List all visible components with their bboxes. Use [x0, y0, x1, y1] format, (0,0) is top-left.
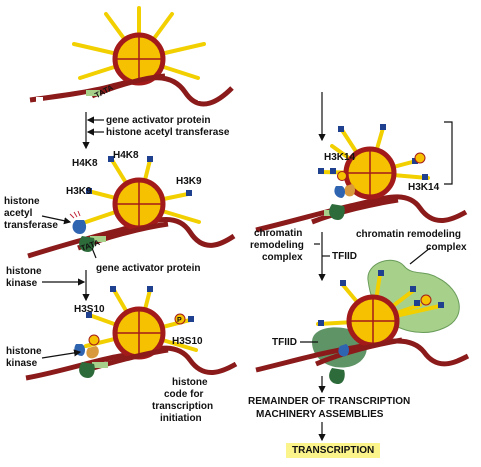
remainder-label: MACHINERY ASSEMBLIES — [256, 409, 384, 420]
chromatin-remodeling-complex-right-label: complex — [426, 242, 467, 253]
phosphate-label: P — [177, 317, 182, 324]
hat-enzyme — [72, 220, 87, 234]
acetyl-markers — [86, 156, 192, 196]
chromatin-remodeling-complex-label: remodeling — [250, 240, 304, 251]
nucleosome-3: P H3S10 H3S10 histone kinase histone cod… — [6, 286, 238, 424]
h4k8-label: H4K8 — [113, 150, 139, 161]
phosphate-marker — [88, 334, 100, 346]
remainder-label: REMAINDER OF TRANSCRIPTION — [248, 396, 410, 407]
chromatin-remodeling-complex-right-label: chromatin remodeling — [356, 229, 461, 240]
chromatin-remodeling-complex-label: complex — [262, 252, 303, 263]
histone-acetyl-transferase-side-label: histone — [4, 196, 40, 207]
nucleosome-2: TATA H4K8 H4K8 H3K9 H3K9 histone acetyl … — [4, 150, 236, 274]
activator-protein — [79, 236, 95, 252]
histone-acetyl-transferase-side-label: acetyl — [4, 208, 33, 219]
histone-kinase-label: histone — [6, 266, 42, 277]
histone-acetyl-transferase-label-1: histone acetyl transferase — [106, 127, 230, 138]
chromatin-remodeling-complex-label: chromatin — [254, 228, 302, 239]
h3s10-label: H3S10 — [172, 336, 203, 347]
gene-activator-protein-label-1: gene activator protein — [106, 115, 210, 126]
arrow-1: gene activator protein histone acetyl tr… — [82, 112, 230, 150]
histone-code-label: initiation — [160, 413, 202, 424]
h3s10-label: H3S10 — [74, 304, 105, 315]
h3k9-label: H3K9 — [176, 176, 202, 187]
tata-label: TATA — [93, 83, 115, 100]
h3k14-label: H3K14 — [408, 182, 440, 193]
kinase-enzyme — [86, 346, 99, 359]
h3k14-label: H3K14 — [324, 152, 356, 163]
histone-code-label: code for — [164, 389, 204, 400]
histone-code-label: histone — [172, 377, 208, 388]
arrow-2: histone kinase — [6, 266, 90, 302]
histone-kinase-side-label: kinase — [6, 358, 38, 369]
transcription-box: TRANSCRIPTION — [286, 443, 381, 458]
arrow-3: chromatin remodeling complex TFIID — [250, 228, 357, 282]
histone-code-label: transcription — [152, 401, 213, 412]
nucleosome-5: chromatin remodeling complex TFIID — [255, 229, 470, 384]
tfiid-label: TFIID — [272, 337, 297, 348]
h4k8-label: H4K8 — [72, 158, 98, 169]
gene-activator-protein-label-2: gene activator protein — [96, 263, 200, 274]
histone-kinase-label: kinase — [6, 278, 38, 289]
h3k9-label: H3K9 — [66, 186, 92, 197]
activator-protein — [79, 362, 95, 378]
histone-acetyl-transferase-side-label: transferase — [4, 220, 58, 231]
phosphate-marker — [174, 313, 186, 325]
nucleosome-4: H3K14 H3K14 — [255, 121, 468, 233]
hat-enzyme — [74, 344, 85, 356]
tfiid-label: TFIID — [332, 251, 357, 262]
final-steps: REMAINDER OF TRANSCRIPTION MACHINERY ASS… — [248, 376, 410, 442]
tata-box — [86, 90, 100, 96]
nucleosome-1: TATA — [29, 6, 234, 107]
histone-kinase-side-label: histone — [6, 346, 42, 357]
